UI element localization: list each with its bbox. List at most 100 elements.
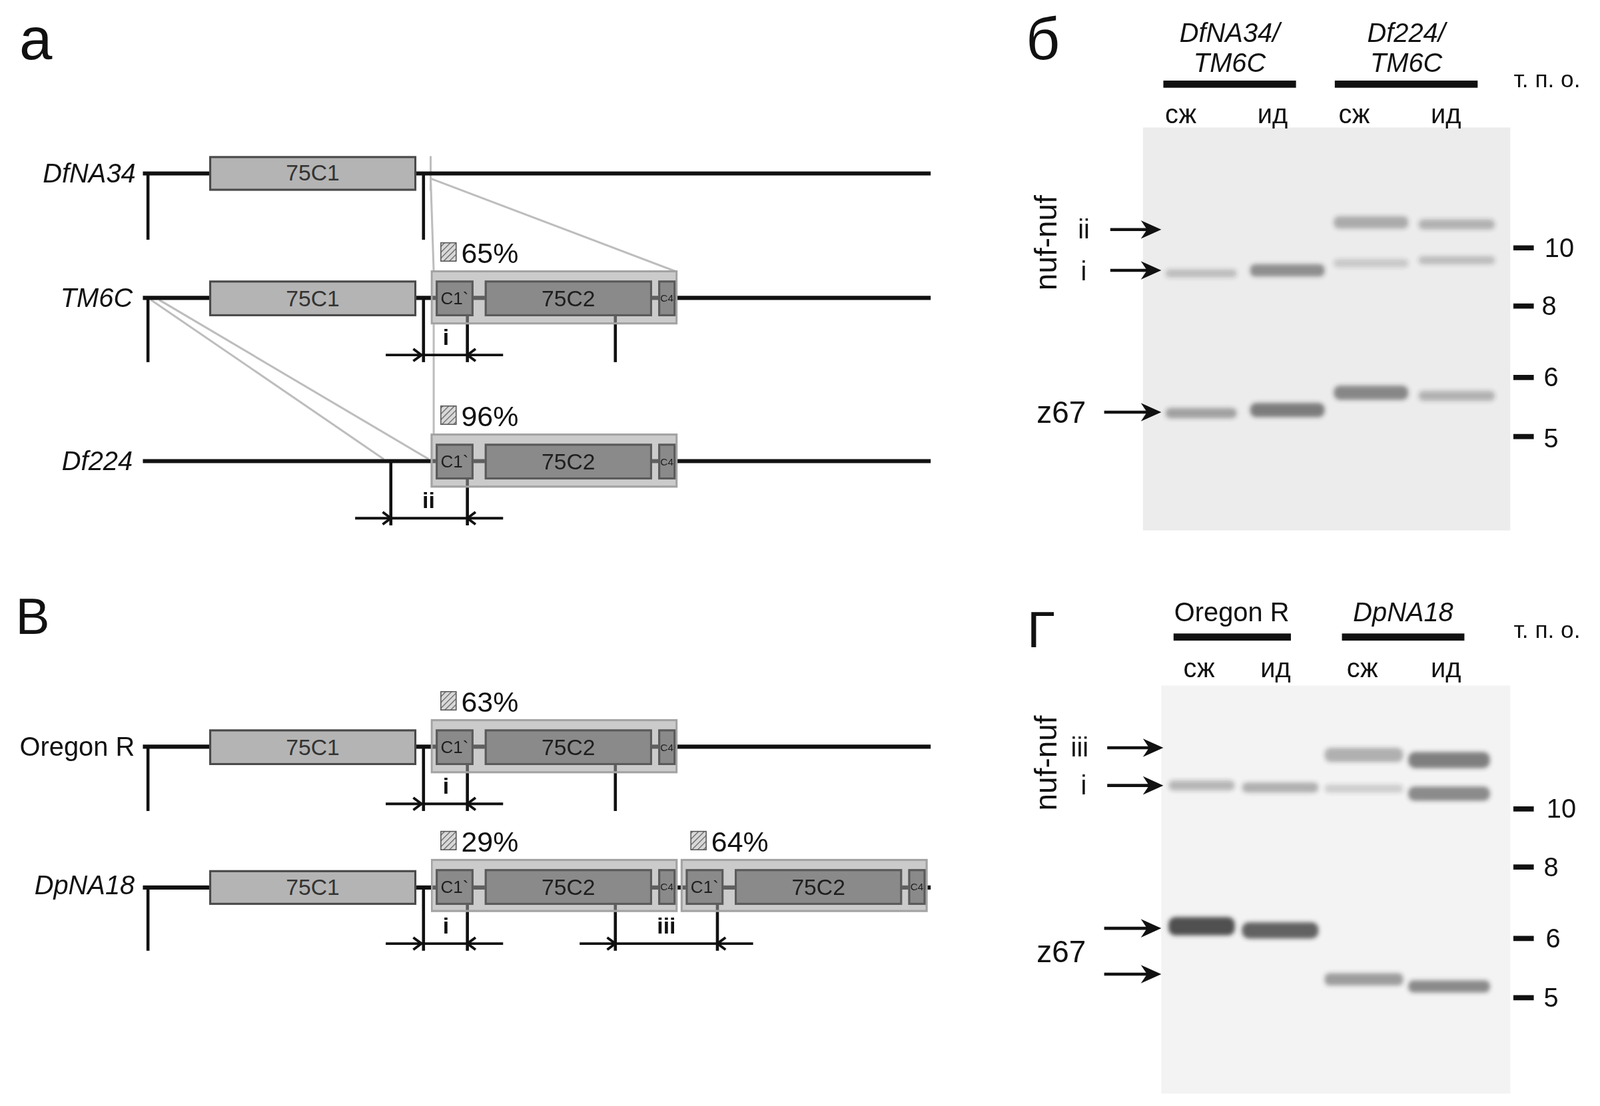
percentage-label: 63% (460, 688, 519, 718)
text-label: Df224 (61, 446, 133, 477)
segment-box: C4 (907, 869, 926, 906)
text-label: 6 (1546, 924, 1561, 954)
fragment-brackets-part (467, 798, 476, 810)
text-label: В (15, 589, 50, 646)
gel-bands-part (1418, 219, 1495, 230)
fragment-brackets-part (467, 349, 476, 362)
segment-label: 75C2 (791, 875, 846, 899)
segment-box: C1` (686, 869, 725, 906)
duplication-box: 29%C1`75C2C4 (430, 859, 679, 913)
duplication-box: 63%C1`75C2C4 (430, 719, 679, 774)
axis-label: nuf-nuf (1029, 195, 1064, 291)
segment-label: C4 (660, 293, 674, 304)
size-marker-ticks-part (1513, 995, 1535, 1001)
segment-box: C4 (658, 729, 676, 766)
fragment-brackets-part (467, 937, 476, 950)
text-label: z67 (1036, 935, 1086, 970)
duplication-box: 96%C1`75C2C4 (430, 433, 679, 488)
gel-bands-part (1333, 259, 1409, 268)
gel-bands-part (1333, 385, 1409, 400)
band-arrows-part (1141, 965, 1162, 984)
text-label: т. п. о. (1514, 617, 1581, 644)
hatched-squares-part (690, 831, 707, 851)
size-marker-ticks-part (1513, 303, 1535, 310)
restriction-ticks-part (421, 746, 425, 812)
segment-box: C4 (658, 869, 676, 906)
segment-label: C1` (440, 452, 469, 471)
text-label: Oregon R (19, 732, 136, 763)
fragment-brackets-part (412, 798, 421, 810)
segment-box: 75C2 (734, 869, 902, 906)
text-label: 10 (1546, 794, 1577, 824)
text-label: Df224/ TM6C (1350, 18, 1463, 78)
text-label: т. п. о. (1514, 66, 1581, 93)
band-arrows (1104, 220, 1164, 984)
text-label: ii (1077, 215, 1090, 245)
fragment-brackets-part (412, 937, 421, 950)
gel-backgrounds-part (1161, 686, 1511, 1095)
text-label: iii (656, 914, 676, 940)
band-arrows-part (1104, 973, 1149, 977)
text-label: 6 (1544, 363, 1559, 393)
segment-label: C1` (690, 878, 719, 896)
projection-lines-part (159, 299, 429, 459)
text-label: сж (1165, 99, 1197, 130)
projection-lines-part (151, 299, 384, 459)
band-arrows-part (1104, 410, 1149, 415)
segment-label: C1` (440, 738, 469, 757)
fragment-brackets-part (607, 937, 616, 950)
segment-label: 75C1 (285, 287, 340, 310)
percentage-label: 65% (460, 239, 519, 269)
fragment-brackets-part (412, 349, 421, 362)
restriction-ticks-part (389, 460, 393, 526)
segment-label: 75C1 (285, 876, 340, 900)
hatched-squares-part (440, 692, 457, 711)
text-label: DpNA18 (34, 871, 136, 901)
text-label: DfNA34/ TM6C (1168, 18, 1291, 78)
segment-box: C1` (435, 443, 474, 480)
size-marker-ticks-part (1513, 806, 1535, 812)
segment-label: C4 (660, 881, 674, 892)
axis-label: nuf-nuf (1029, 715, 1064, 811)
restriction-ticks-part (421, 297, 425, 363)
text-label: i (1081, 257, 1088, 287)
percentage-label: 64% (711, 828, 769, 858)
segment-label: 75C2 (541, 875, 596, 899)
text-label: z67 (1036, 395, 1086, 430)
text-label: ii (422, 488, 435, 514)
segment-box: C4 (658, 443, 676, 480)
text-label: DfNA34 (42, 159, 136, 189)
band-arrows-part (1104, 927, 1149, 931)
segment-label: C1` (440, 289, 469, 308)
text-label: iii (1071, 733, 1090, 763)
gel-bands-part (1241, 922, 1319, 940)
fragment-brackets-part (385, 353, 503, 357)
text-label: Oregon R (1174, 597, 1290, 627)
text-label: 5 (1544, 983, 1559, 1013)
segment-label: 75C2 (541, 287, 596, 310)
segment-box: C4 (658, 280, 676, 317)
segment-box: C1` (435, 729, 474, 766)
size-marker-ticks-part (1513, 936, 1535, 942)
segment-label: 75C2 (541, 736, 596, 759)
gel-bands-part (1408, 786, 1491, 801)
gel-backgrounds-part (1143, 127, 1511, 531)
text-label: i (442, 774, 449, 800)
segment-label: C4 (910, 881, 924, 892)
gel-backgrounds (1143, 127, 1511, 1095)
lane-bars-part (1173, 633, 1291, 641)
restriction-ticks-part (421, 173, 425, 240)
segment-box: 75C2 (484, 280, 653, 317)
band-arrows-part (1143, 738, 1164, 758)
text-label: сж (1183, 654, 1215, 684)
text-label: ид (1430, 654, 1462, 684)
projection-lines-part (430, 178, 677, 272)
fragment-brackets-part (383, 512, 392, 525)
band-arrows-part (1141, 220, 1162, 240)
gel-bands-part (1165, 269, 1237, 278)
segment-label: 75C1 (285, 736, 340, 759)
band-arrows-part (1107, 784, 1150, 788)
fragment-brackets-part (579, 942, 753, 946)
lane-bars (1163, 80, 1478, 641)
segment-label: C4 (660, 742, 674, 753)
